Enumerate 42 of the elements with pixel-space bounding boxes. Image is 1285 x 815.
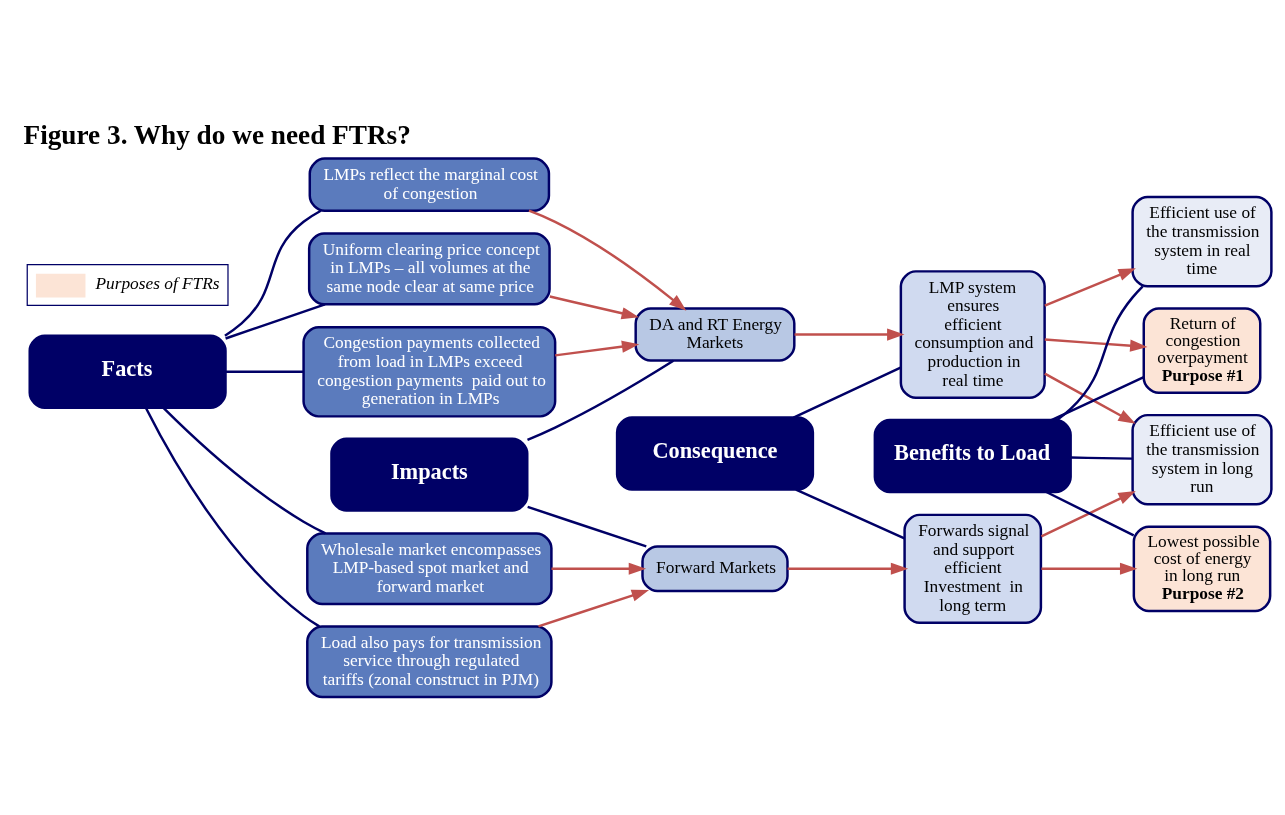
node-box: Congestion payments collected from load in LMPs exceed congestion payments paid out to generation in LMPs [302, 325, 557, 418]
arrow [528, 209, 687, 311]
node-box: Facts [28, 334, 227, 409]
node-box: Wholesale market encompasses LMP-based spot market and forward market [306, 531, 553, 605]
connector [224, 209, 322, 337]
arrow [794, 328, 905, 341]
node-box: Return of congestion overpayment Purpose #1 [1142, 306, 1262, 394]
arrow [787, 562, 909, 575]
arrow [551, 562, 647, 575]
arrow [1044, 372, 1136, 424]
connector [144, 406, 320, 627]
node-box: Efficient use of the transmission system in real time [1131, 195, 1273, 287]
node-box: DA and RT Energy Markets [634, 306, 796, 362]
diagram-title: Figure 3. Why do we need FTRs? [23, 119, 411, 150]
arrow [555, 340, 640, 357]
node-box: Benefits to Load [873, 418, 1072, 493]
arrow [1044, 337, 1148, 352]
connector [225, 302, 326, 340]
node-box: LMP system ensures efficient consumption and production in real time [899, 269, 1046, 399]
node-box: Forward Markets [641, 544, 789, 592]
arrow [549, 294, 639, 319]
connector [793, 366, 902, 419]
node-box: Forwards signal and support efficient Investment in long term [903, 513, 1043, 624]
node-box: Impacts [330, 436, 529, 512]
node-box: Lowest possible cost of energy in long run Purpose #2 [1132, 524, 1272, 612]
connector [225, 370, 304, 373]
arrow [538, 589, 650, 627]
arrow [1044, 267, 1136, 307]
connector [1050, 375, 1145, 421]
node-box: Consequence [615, 415, 815, 491]
connector [1070, 455, 1133, 460]
node-box: Efficient use of the transmission system in long run [1131, 413, 1273, 506]
connector [795, 487, 905, 540]
arrow [1041, 562, 1138, 575]
connector [162, 406, 327, 534]
node-box: Load also pays for transmission service through regulated tariffs (zonal construct in PJM) [306, 624, 553, 698]
connector [527, 359, 675, 441]
connector [1056, 285, 1144, 421]
node-box: LMPs reflect the marginal cost of congestion [308, 156, 551, 212]
legend-label: Purposes of FTRs [95, 273, 220, 293]
node-box: Uniform clearing price concept in LMPs – all volumes at the same node clear at same price [307, 231, 551, 305]
connector [527, 505, 647, 547]
